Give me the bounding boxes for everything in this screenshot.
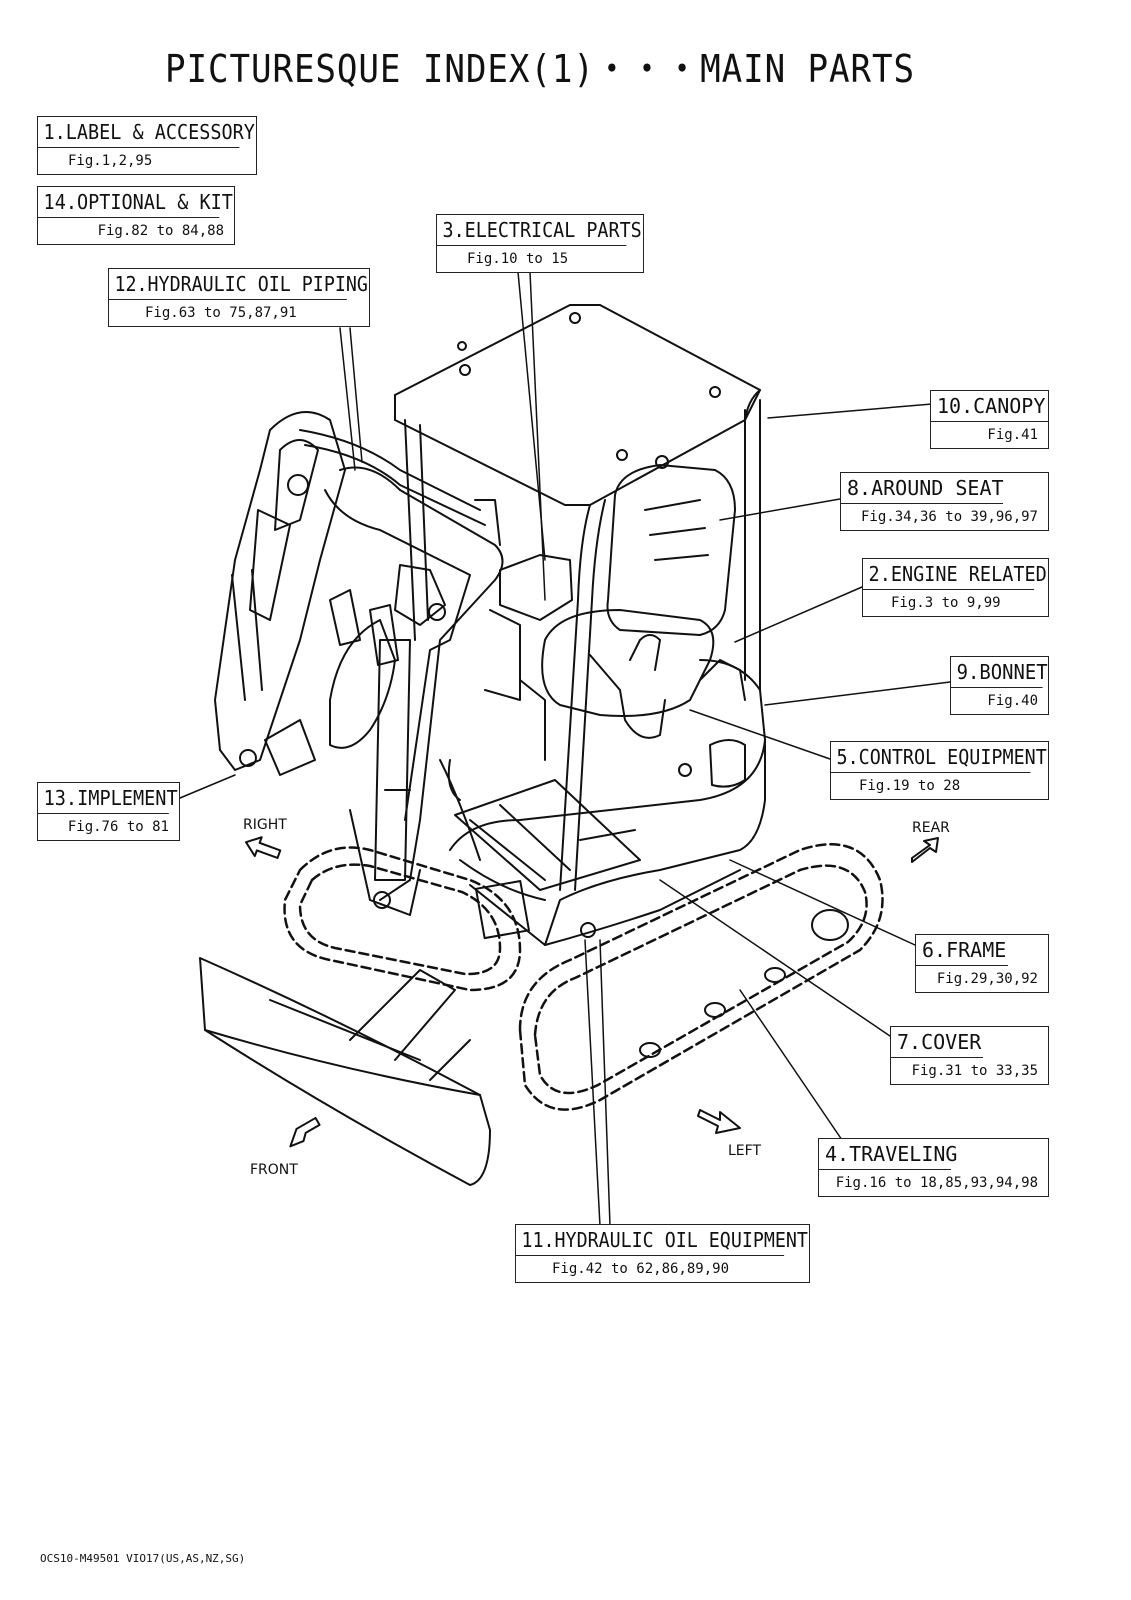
- document-code: OCS10-M49501 VIO17(US,AS,NZ,SG): [40, 1552, 246, 1565]
- arm: [214, 411, 346, 776]
- bucket: [329, 589, 399, 749]
- callout-figs: Fig.42 to 62,86,89,90: [552, 1261, 730, 1277]
- hydraulic-hoses: [299, 429, 501, 861]
- callout-engine-related[interactable]: 2.ENGINE RELATED Fig.3 to 9,99: [862, 558, 1049, 617]
- track-rollers: [639, 909, 849, 1058]
- callout-figs: Fig.40: [987, 693, 1038, 709]
- callout-figs: Fig.10 to 15: [467, 251, 569, 267]
- direction-label-front: FRONT: [250, 1162, 298, 1178]
- callout-optional-kit[interactable]: 14.OPTIONAL & KIT Fig.82 to 84,88: [37, 186, 235, 245]
- engine-compartment: [484, 554, 573, 761]
- callout-title: 3.ELECTRICAL PARTS: [437, 215, 642, 246]
- callout-label-accessory[interactable]: 1.LABEL & ACCESSORY Fig.1,2,95: [37, 116, 257, 175]
- direction-arrows: [245, 836, 939, 1148]
- callout-figs: Fig.19 to 28: [859, 778, 961, 794]
- operator-seat: [541, 464, 746, 739]
- dozer-blade: [199, 957, 491, 1186]
- callout-figs: Fig.34,36 to 39,96,97: [860, 509, 1038, 525]
- callout-title: 2.ENGINE RELATED: [863, 559, 1047, 590]
- callout-figs: Fig.63 to 75,87,91: [145, 305, 297, 321]
- callout-title: 12.HYDRAULIC OIL PIPING: [109, 269, 368, 300]
- callout-implement[interactable]: 13.IMPLEMENT Fig.76 to 81: [37, 782, 180, 841]
- callout-title: 8.AROUND SEAT: [841, 473, 1004, 504]
- callout-title: 1.LABEL & ACCESSORY: [38, 117, 255, 148]
- callout-title: 14.OPTIONAL & KIT: [38, 187, 233, 218]
- direction-label-left: LEFT: [728, 1143, 762, 1159]
- callout-title: 6.FRAME: [916, 935, 1008, 966]
- callout-figs: Fig.76 to 81: [67, 819, 169, 835]
- upper-structure: [449, 659, 766, 946]
- callout-title: 10.CANOPY: [931, 391, 1048, 422]
- left-track-outline: [518, 843, 884, 1111]
- callout-title: 9.BONNET: [951, 657, 1048, 688]
- callout-control-equipment[interactable]: 5.CONTROL EQUIPMENT Fig.19 to 28: [830, 741, 1049, 800]
- callout-title: 11.HYDRAULIC OIL EQUIPMENT: [516, 1225, 808, 1256]
- callout-figs: Fig.3 to 9,99: [891, 595, 1001, 611]
- callout-title: 13.IMPLEMENT: [38, 783, 178, 814]
- callout-bonnet[interactable]: 9.BONNET Fig.40: [950, 656, 1049, 715]
- callout-figs: Fig.16 to 18,85,93,94,98: [835, 1175, 1038, 1191]
- right-track-outline: [283, 846, 522, 992]
- page-title: PICTURESQUE INDEX(1)・・・MAIN PARTS: [165, 47, 916, 91]
- canopy-frame: [394, 304, 761, 891]
- callout-cover[interactable]: 7.COVER Fig.31 to 33,35: [890, 1026, 1049, 1085]
- callout-hydraulic-oil-equipment[interactable]: 11.HYDRAULIC OIL EQUIPMENT Fig.42 to 62,…: [515, 1224, 810, 1283]
- callout-figs: Fig.31 to 33,35: [911, 1063, 1038, 1079]
- callout-figs: Fig.1,2,95: [68, 153, 153, 169]
- boom: [324, 466, 504, 916]
- callout-around-seat[interactable]: 8.AROUND SEAT Fig.34,36 to 39,96,97: [840, 472, 1049, 531]
- callout-figs: Fig.41: [987, 427, 1038, 443]
- callout-frame[interactable]: 6.FRAME Fig.29,30,92: [915, 934, 1049, 993]
- callout-figs: Fig.82 to 84,88: [97, 223, 224, 239]
- direction-label-right: RIGHT: [243, 817, 287, 833]
- callout-canopy[interactable]: 10.CANOPY Fig.41: [930, 390, 1049, 449]
- leader-lines: [179, 271, 951, 1227]
- callout-electrical-parts[interactable]: 3.ELECTRICAL PARTS Fig.10 to 15: [436, 214, 644, 273]
- callout-title: 7.COVER: [891, 1027, 983, 1058]
- callout-title: 4.TRAVELING: [819, 1139, 957, 1170]
- callout-traveling[interactable]: 4.TRAVELING Fig.16 to 18,85,93,94,98: [818, 1138, 1049, 1197]
- callout-title: 5.CONTROL EQUIPMENT: [831, 742, 1047, 773]
- callout-hydraulic-oil-piping[interactable]: 12.HYDRAULIC OIL PIPING Fig.63 to 75,87,…: [108, 268, 370, 327]
- direction-label-rear: REAR: [912, 820, 950, 836]
- callout-figs: Fig.29,30,92: [936, 971, 1038, 987]
